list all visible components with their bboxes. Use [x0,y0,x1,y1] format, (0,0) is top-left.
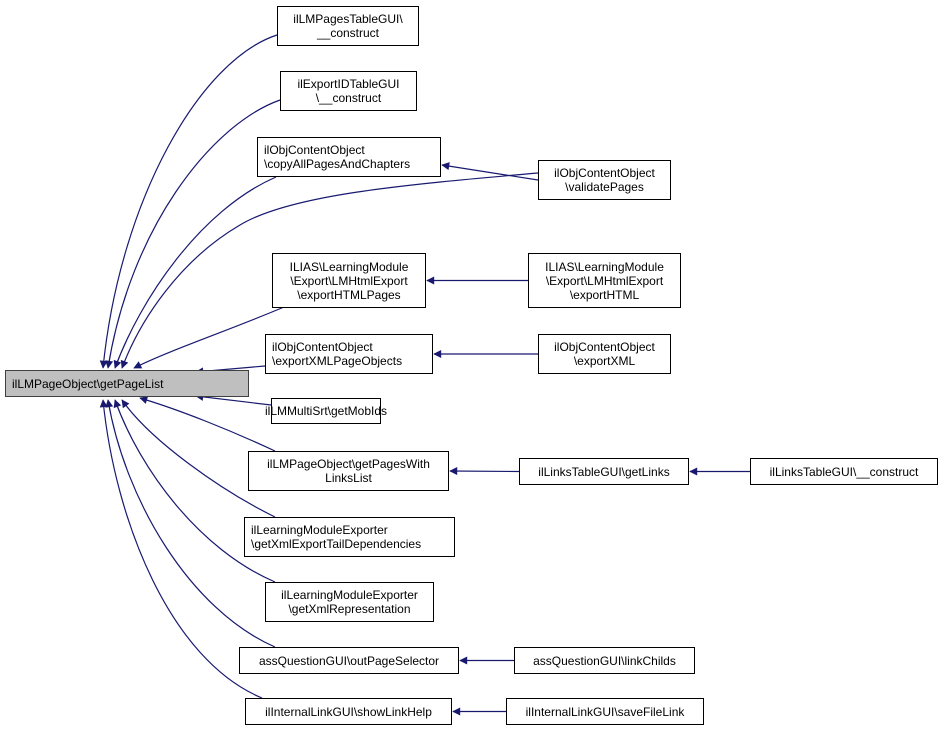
graph-node[interactable]: ilLinksTableGUI\__construct [750,458,938,485]
edge-n15-to-root [105,399,276,648]
graph-node[interactable]: ilLinksTableGUI\getLinks [519,458,689,485]
edge-n1-to-root [99,34,278,369]
graph-node[interactable]: ilObjContentObject \copyAllPagesAndChapt… [257,137,441,177]
graph-node[interactable]: ilObjContentObject \validatePages [538,160,671,200]
graph-node[interactable]: ilLMPageObject\getPagesWith LinksList [248,451,449,491]
graph-node[interactable]: ilObjContentObject \exportXMLPageObjects [265,334,433,374]
edge-n5-to-root [133,306,285,369]
edge-n3-to-root [113,176,277,369]
graph-node[interactable]: ilInternalLinkGUI\saveFileLink [506,698,704,725]
graph-node[interactable]: assQuestionGUI\linkChilds [514,647,695,674]
edge-n2-to-root [105,99,281,369]
edge-n14-to-root [113,399,276,583]
graph-node[interactable]: ilInternalLinkGUI\showLinkHelp [245,698,452,725]
edge-n10-to-root [139,396,276,452]
graph-node[interactable]: ilLMPagesTableGUI\ __construct [277,6,419,46]
graph-node[interactable]: ilLearningModuleExporter \getXmlRepresen… [265,582,434,622]
edge-n11-to-n10 [449,467,520,476]
graph-node[interactable]: ilObjContentObject \exportXML [538,334,671,374]
edge-n13-to-root [121,399,276,518]
graph-node[interactable]: ilLearningModuleExporter \getXmlExportTa… [244,517,455,557]
graph-node[interactable]: ilExportIDTableGUI \__construct [280,71,417,111]
graph-node[interactable]: ilLMMultiSrt\getMobIds [265,398,387,424]
edge-n9-to-root [195,392,272,406]
edge-n17-to-root [99,399,263,699]
edge-n4-to-root [120,172,539,369]
graph-node[interactable]: ILIAS\LearningModule \Export\LMHtmlExpor… [272,253,426,308]
graph-node[interactable]: assQuestionGUI\outPageSelector [239,647,459,674]
graph-node[interactable]: ILIAS\LearningModule \Export\LMHtmlExpor… [528,253,681,308]
root-node[interactable]: ilLMPageObject\getPageList [5,370,249,397]
edge-n4-to-n3 [441,162,539,181]
